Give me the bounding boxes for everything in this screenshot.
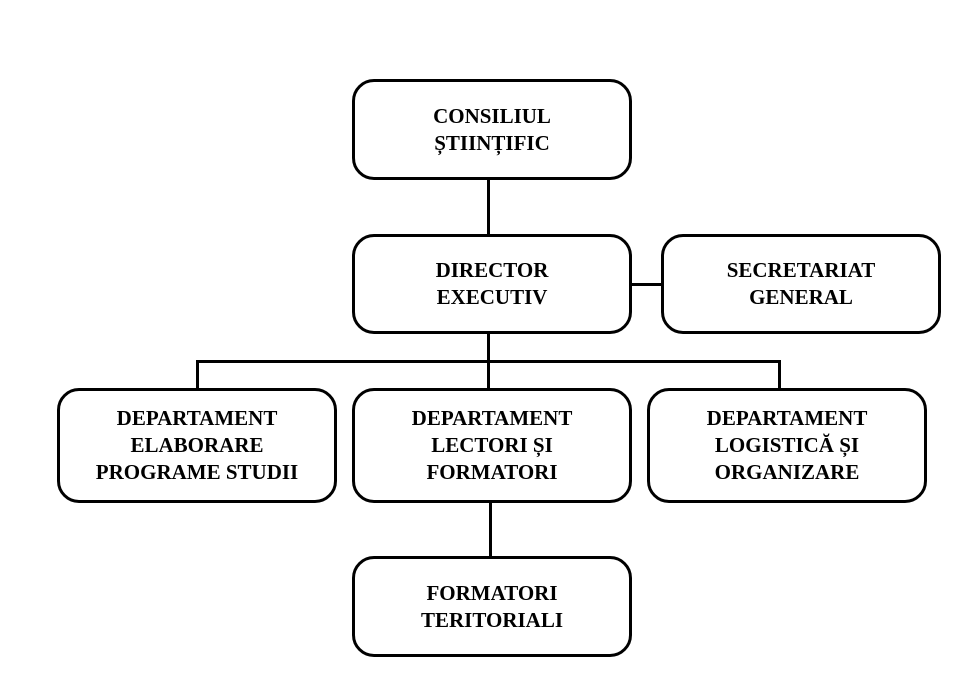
- node-label-line: ȘTIINȚIFIC: [434, 130, 550, 155]
- node-label-line: PROGRAME STUDII: [95, 460, 299, 484]
- connector-bus-logistica: [778, 360, 781, 388]
- connector-director-departments: [487, 334, 490, 362]
- connector-bus-lectori: [487, 360, 490, 388]
- node-departament-logistica: DEPARTAMENT LOGISTICĂ ȘI ORGANIZARE: [647, 388, 927, 503]
- node-label-line: ELABORARE: [130, 433, 264, 457]
- node-label-line: LOGISTICĂ ȘI: [714, 433, 860, 457]
- node-label-line: SECRETARIAT: [726, 258, 876, 282]
- connector-director-secretariat: [632, 283, 661, 286]
- node-label-line: LECTORI ȘI: [431, 433, 553, 457]
- node-label-line: TERITORIALI: [421, 607, 563, 632]
- node-label-line: DIRECTOR: [435, 258, 549, 282]
- node-label-line: FORMATORI: [426, 460, 558, 484]
- node-departament-elaborare: DEPARTAMENT ELABORARE PROGRAME STUDII: [57, 388, 337, 503]
- node-label-line: ORGANIZARE: [714, 460, 860, 484]
- node-label-line: EXECUTIV: [436, 285, 548, 309]
- node-consiliul-stiintific: CONSILIUL ȘTIINȚIFIC: [352, 79, 632, 180]
- node-label-line: FORMATORI: [426, 580, 558, 605]
- node-label-line: DEPARTAMENT: [116, 406, 278, 430]
- node-director-executiv: DIRECTOR EXECUTIV: [352, 234, 632, 334]
- node-label-line: DEPARTAMENT: [411, 406, 573, 430]
- node-label-line: GENERAL: [749, 285, 853, 309]
- connector-consiliul-director: [487, 180, 490, 234]
- connector-bus-elaborare: [196, 360, 199, 388]
- connector-lectori-formatori: [489, 503, 492, 556]
- node-departament-lectori: DEPARTAMENT LECTORI ȘI FORMATORI: [352, 388, 632, 503]
- node-secretariat-general: SECRETARIAT GENERAL: [661, 234, 941, 334]
- node-formatori-teritoriali: FORMATORI TERITORIALI: [352, 556, 632, 657]
- node-label-line: DEPARTAMENT: [706, 406, 868, 430]
- node-label-line: CONSILIUL: [433, 103, 551, 128]
